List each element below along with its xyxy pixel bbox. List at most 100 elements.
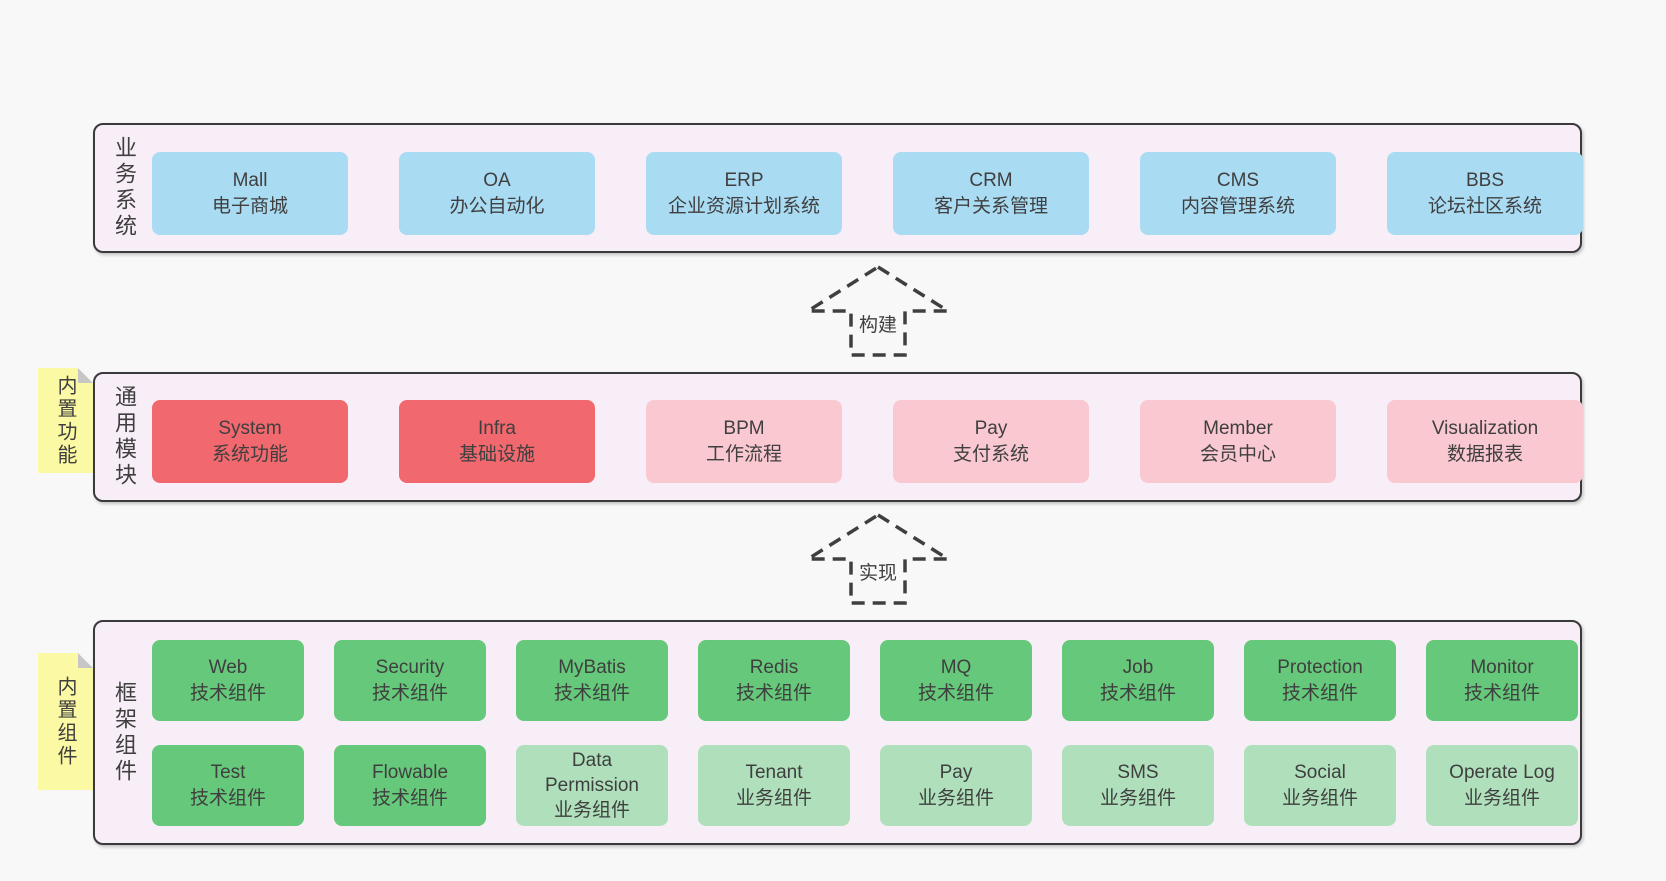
node-title: Job <box>1122 657 1154 679</box>
node-bbs: BBS 论坛社区系统 <box>1387 152 1583 235</box>
node-system: System 系统功能 <box>152 400 348 483</box>
arrow-up-dashed-icon <box>805 512 951 605</box>
node-subtitle: 会员中心 <box>1199 443 1276 465</box>
node-pay: Pay 支付系统 <box>893 400 1089 483</box>
node-web: Web 技术组件 <box>152 640 304 721</box>
node-flowable: Flowable 技术组件 <box>334 745 486 826</box>
node-title: BBS <box>1465 170 1505 192</box>
sticky-note-built-in-features: 内置功能 <box>38 368 93 473</box>
node-title: Pay <box>939 762 973 784</box>
node-social: Social 业务组件 <box>1244 745 1396 826</box>
node-test: Test 技术组件 <box>152 745 304 826</box>
node-mall: Mall 电子商城 <box>152 152 348 235</box>
node-subtitle: 客户关系管理 <box>933 195 1048 217</box>
note-fold-corner-icon <box>78 368 93 383</box>
node-sms: SMS 业务组件 <box>1062 745 1214 826</box>
node-subtitle: 电子商城 <box>211 195 288 217</box>
node-erp: ERP 企业资源计划系统 <box>646 152 842 235</box>
node-title: Pay <box>974 418 1008 440</box>
node-title: ERP <box>724 170 764 192</box>
sticky-note-built-in-components: 内置组件 <box>38 653 93 790</box>
node-title: OA <box>483 170 511 192</box>
node-subtitle: 基础设施 <box>458 443 535 465</box>
node-subtitle: 技术组件 <box>1099 682 1176 704</box>
layer-common-modules-label: 通用模块 <box>112 385 137 489</box>
node-member: Member 会员中心 <box>1140 400 1336 483</box>
node-title: Redis <box>749 657 799 679</box>
node-pay: Pay 业务组件 <box>880 745 1032 826</box>
node-subtitle: 技术组件 <box>735 682 812 704</box>
node-title: SMS <box>1117 762 1159 784</box>
node-security: Security 技术组件 <box>334 640 486 721</box>
node-infra: Infra 基础设施 <box>399 400 595 483</box>
node-title: MQ <box>940 657 972 679</box>
node-title: Flowable <box>371 762 449 784</box>
node-subtitle: 业务组件 <box>1463 787 1540 809</box>
node-title: Social <box>1294 762 1346 784</box>
node-title: CMS <box>1216 170 1260 192</box>
node-title: Member <box>1203 418 1273 440</box>
node-visualization: Visualization 数据报表 <box>1387 400 1583 483</box>
node-title: MyBatis <box>558 657 626 679</box>
node-subtitle: 技术组件 <box>371 787 448 809</box>
node-subtitle: 技术组件 <box>189 787 266 809</box>
arrow-implement-label: 实现 <box>855 558 901 585</box>
node-title: Operate Log <box>1449 762 1555 784</box>
node-subtitle: 业务组件 <box>553 800 630 822</box>
node-subtitle: 企业资源计划系统 <box>667 195 820 217</box>
layer-business-systems-label: 业务系统 <box>112 136 137 240</box>
node-title: Data Permission <box>545 749 639 796</box>
node-oa: OA 办公自动化 <box>399 152 595 235</box>
node-subtitle: 技术组件 <box>1281 682 1358 704</box>
arrow-build-label: 构建 <box>855 310 901 337</box>
node-subtitle: 数据报表 <box>1446 443 1523 465</box>
node-subtitle: 业务组件 <box>735 787 812 809</box>
node-tenant: Tenant 业务组件 <box>698 745 850 826</box>
node-title: System <box>218 418 282 440</box>
sticky-note-text: 内置功能 <box>54 374 76 467</box>
arrow-up-dashed-icon <box>805 264 951 357</box>
node-title: Web <box>208 657 248 679</box>
note-fold-corner-icon <box>78 653 93 668</box>
node-subtitle: 技术组件 <box>917 682 994 704</box>
node-subtitle: 业务组件 <box>1281 787 1358 809</box>
node-title: Test <box>210 762 246 784</box>
node-subtitle: 技术组件 <box>189 682 266 704</box>
node-subtitle: 技术组件 <box>553 682 630 704</box>
node-title: CRM <box>969 170 1013 192</box>
node-subtitle: 内容管理系统 <box>1180 195 1295 217</box>
node-subtitle: 业务组件 <box>917 787 994 809</box>
node-subtitle: 论坛社区系统 <box>1427 195 1542 217</box>
node-subtitle: 技术组件 <box>1463 682 1540 704</box>
node-operate-log: Operate Log 业务组件 <box>1426 745 1578 826</box>
layer-business-systems: 业务系统 Mall 电子商城 OA 办公自动化 ERP 企业资源计划系统 CRM 客户关系管理… <box>93 123 1583 253</box>
node-mybatis: MyBatis 技术组件 <box>516 640 668 721</box>
node-subtitle: 办公自动化 <box>449 195 545 217</box>
arrow-build: 构建 <box>805 264 951 358</box>
node-title: Infra <box>477 418 517 440</box>
node-title: Tenant <box>745 762 803 784</box>
node-job: Job 技术组件 <box>1062 640 1214 721</box>
node-redis: Redis 技术组件 <box>698 640 850 721</box>
node-title: Visualization <box>1431 418 1539 440</box>
business-systems-row: Mall 电子商城 OA 办公自动化 ERP 企业资源计划系统 CRM 客户关系管理 CMS 内容… <box>152 152 1583 235</box>
node-title: Mall <box>232 170 268 192</box>
node-title: Security <box>375 657 445 679</box>
node-mq: MQ 技术组件 <box>880 640 1032 721</box>
node-subtitle: 技术组件 <box>371 682 448 704</box>
node-subtitle: 支付系统 <box>952 443 1029 465</box>
node-subtitle: 系统功能 <box>211 443 288 465</box>
arrow-implement: 实现 <box>805 512 951 606</box>
node-subtitle: 业务组件 <box>1099 787 1176 809</box>
node-crm: CRM 客户关系管理 <box>893 152 1089 235</box>
layer-framework-components-label: 框架组件 <box>112 680 137 785</box>
